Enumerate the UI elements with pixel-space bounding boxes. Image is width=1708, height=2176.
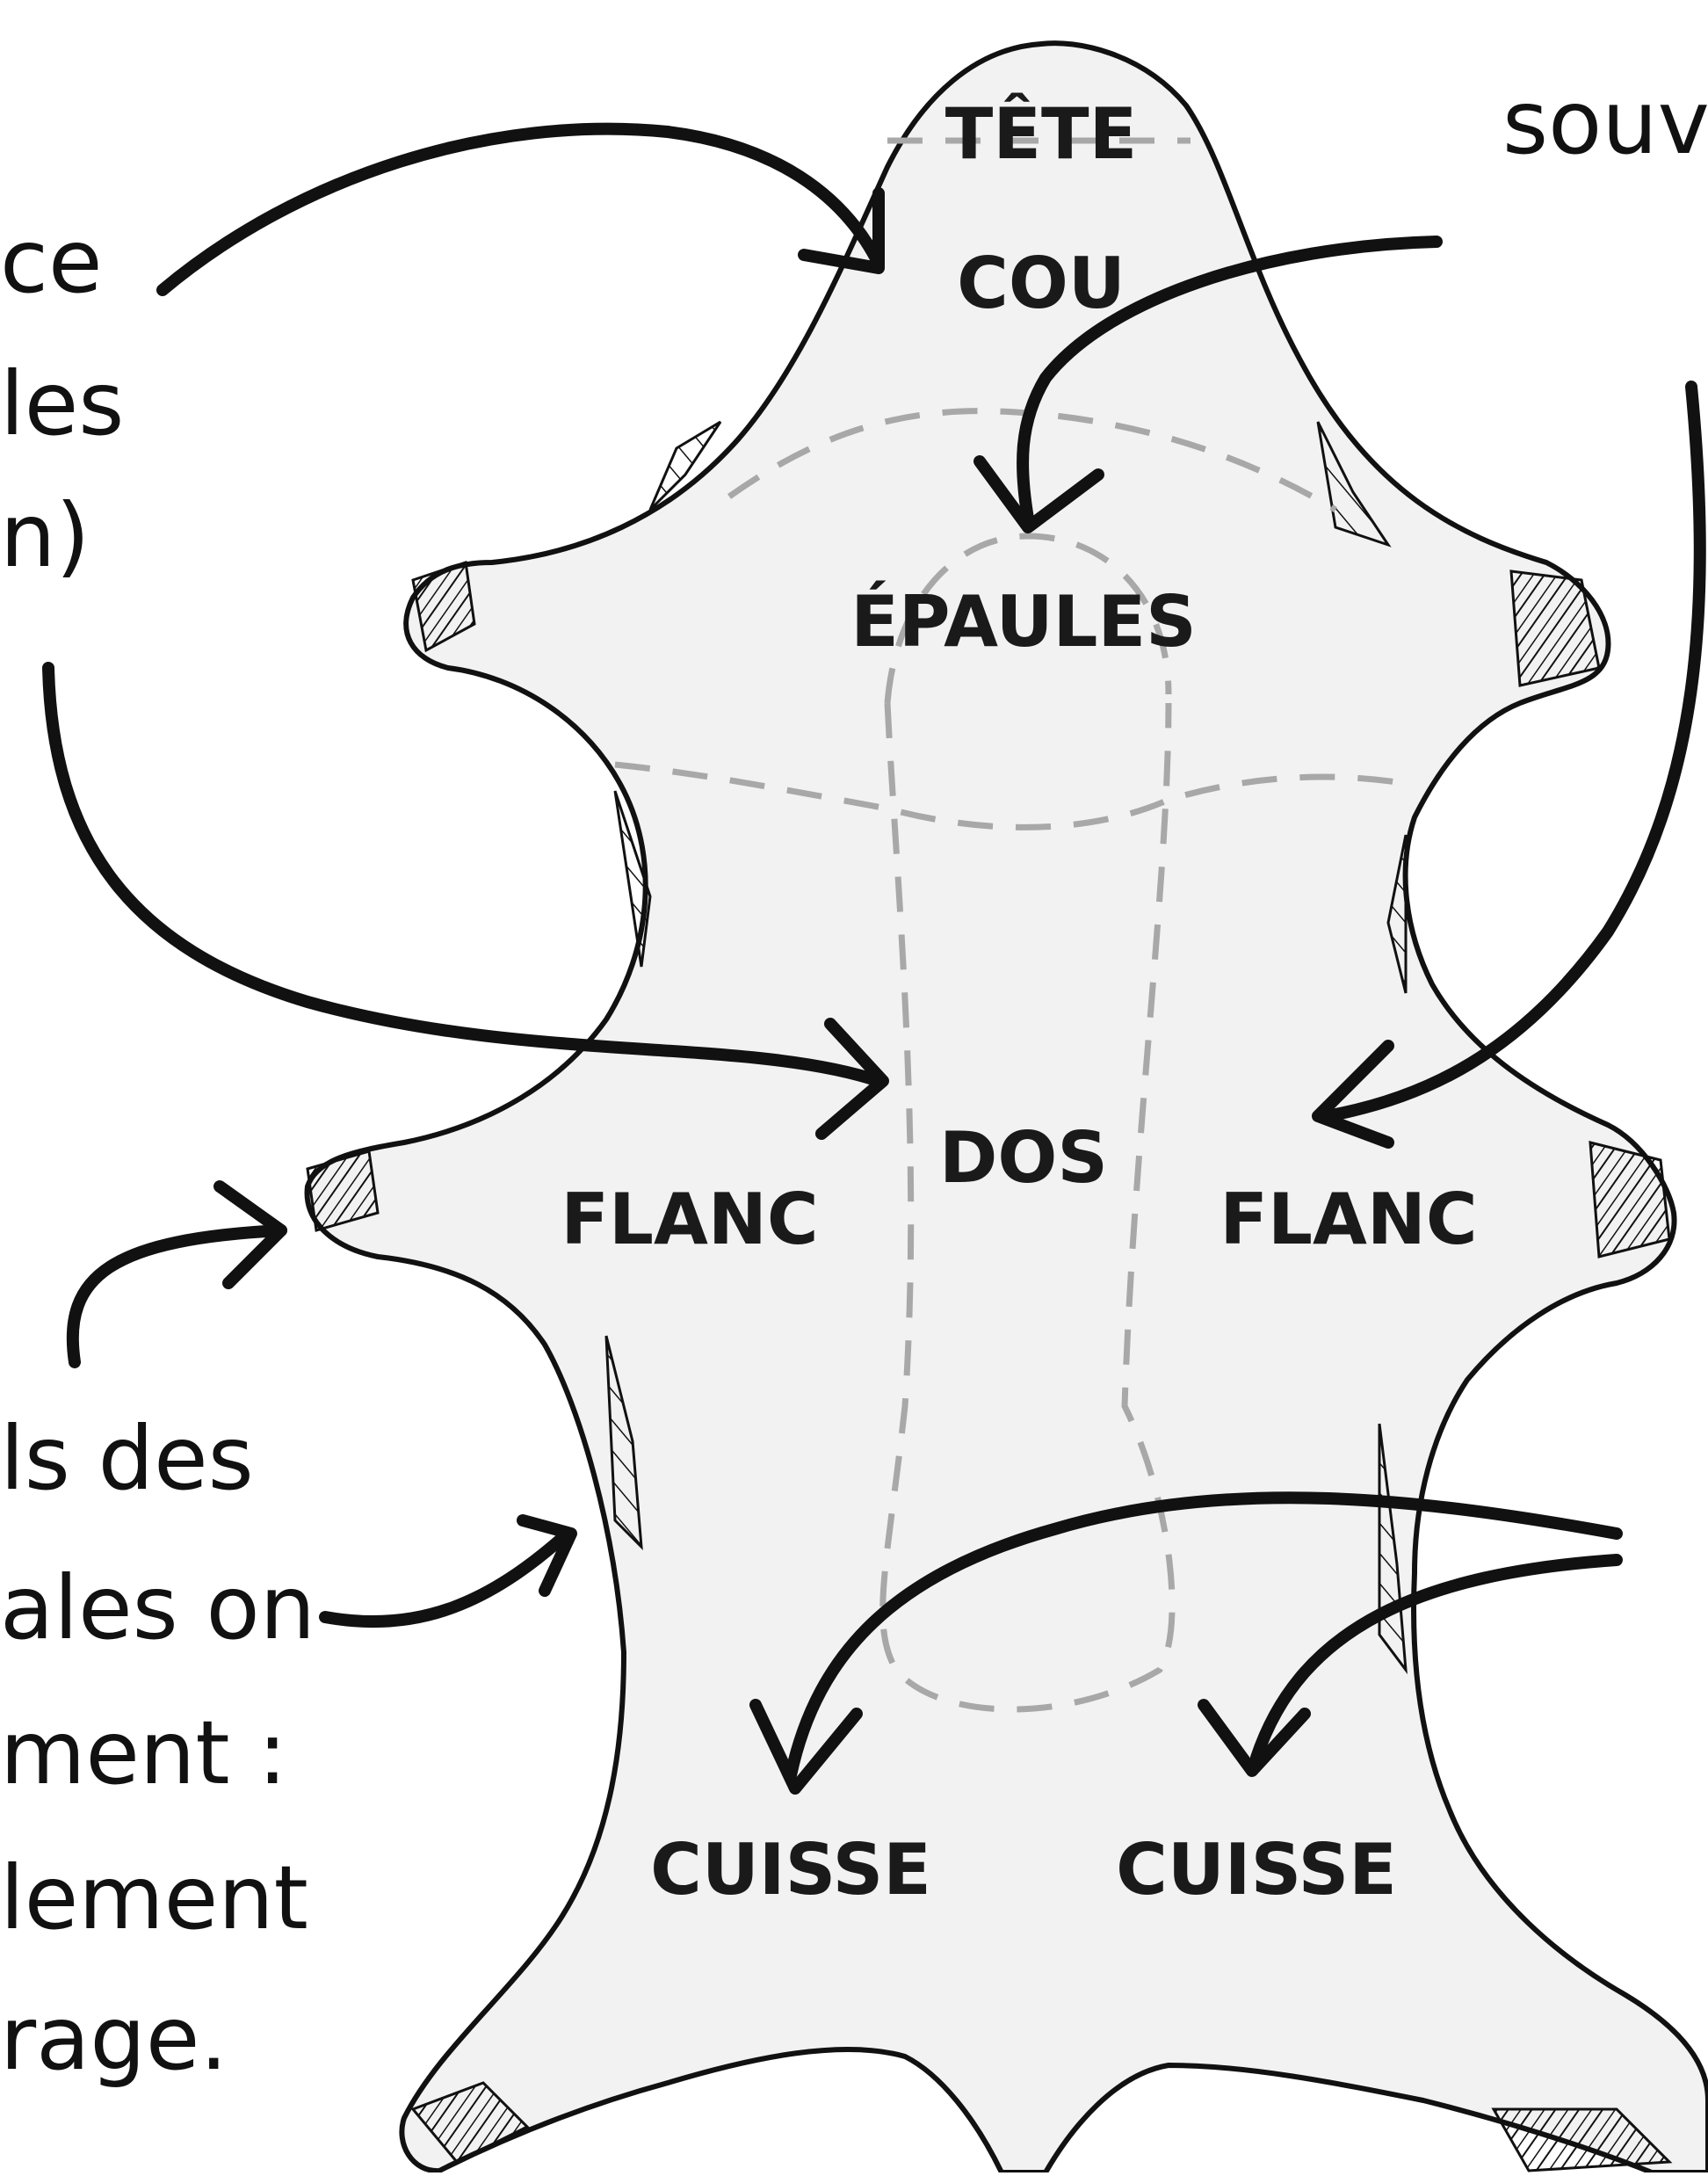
label-dos: DOS: [939, 1117, 1108, 1199]
side-text-right-1: souv: [1502, 79, 1708, 167]
side-text-left-1: ce: [0, 218, 103, 306]
side-text-left-5: ales on: [0, 1564, 315, 1652]
curved-arrow-icon: [325, 1520, 571, 1621]
side-text-left-8: rage.: [0, 1995, 228, 2083]
side-text-left-2: les: [0, 360, 124, 448]
label-cuisse-right: CUISSE: [1116, 1829, 1397, 1911]
label-cou: COU: [957, 243, 1125, 324]
label-epaules: ÉPAULES: [850, 580, 1197, 663]
hide-outline: [308, 43, 1708, 2172]
side-text-left-4: ls des: [0, 1415, 254, 1503]
side-text-left-7: lement: [0, 1854, 308, 1942]
curved-arrow-icon: [163, 129, 879, 290]
side-text-left-3: n): [0, 492, 90, 580]
label-cuisse-left: CUISSE: [650, 1829, 931, 1911]
label-tete: TÊTE: [945, 92, 1137, 175]
label-flanc-left: FLANC: [561, 1179, 818, 1260]
side-text-left-6: ment :: [0, 1709, 287, 1797]
curved-arrow-icon: [73, 1186, 281, 1362]
label-flanc-right: FLANC: [1219, 1179, 1477, 1260]
